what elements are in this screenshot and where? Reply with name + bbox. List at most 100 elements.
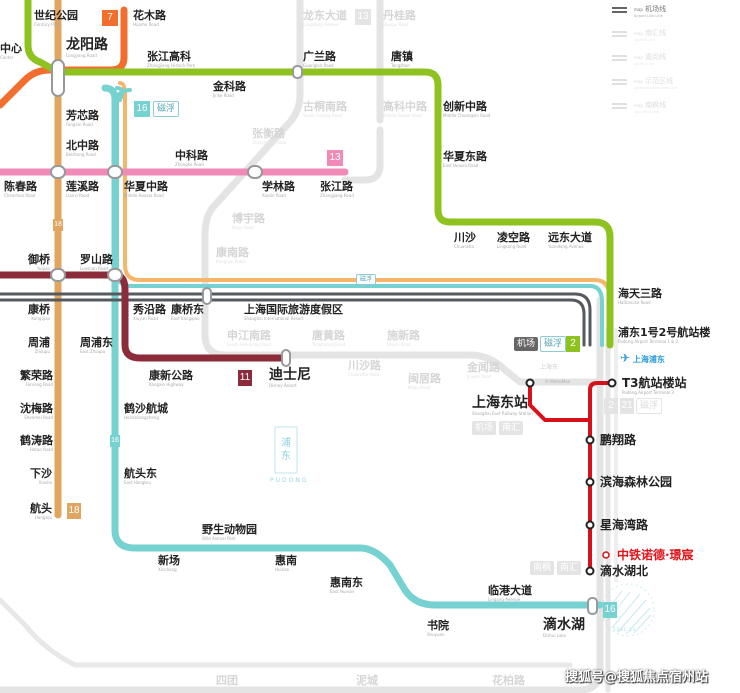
transfer-guanglan xyxy=(292,65,303,79)
pudong-airport-marker: ✈ 上海浦东 xyxy=(620,352,665,364)
line-nanhui-faded2 xyxy=(0,597,573,668)
legend-label-en: Nan-Feng Line xyxy=(634,110,660,114)
airport-tag-faded: 机场 xyxy=(472,421,497,435)
legend-line-swatch xyxy=(612,79,627,85)
watermark: 搜狐号@搜狐焦点宿州站 xyxy=(565,670,709,685)
station-xinghaiwan[interactable]: 星海湾路 xyxy=(600,518,649,532)
project-marker[interactable]: 中铁诺德·璟宸 xyxy=(617,548,694,562)
line-airport-2 xyxy=(0,298,586,347)
node-shanghai-east xyxy=(525,378,535,388)
transfer-disney xyxy=(281,349,291,367)
nanhui-tag-faded: 南汇 xyxy=(499,421,524,435)
maglev-tag-airport: 磁浮 xyxy=(540,336,567,352)
station-pengxiang[interactable]: 鹏翔路 xyxy=(600,433,637,447)
transfer-yuqiao xyxy=(50,268,66,282)
legend-label: map 嘉闵线 xyxy=(634,53,667,61)
district-name-en: PUDONG xyxy=(270,477,309,484)
metroman-credit: © MetroMan xyxy=(545,379,571,384)
line-7-badge: 7 xyxy=(102,10,118,26)
station-dishui-north[interactable]: 滴水湖北 xyxy=(600,564,649,578)
node-t3 xyxy=(607,378,617,388)
station-shanghai-east-small: 上海东 xyxy=(540,364,559,371)
maglev-tag-faded: 磁浮 xyxy=(636,398,663,414)
legend-label: map 南汇线 xyxy=(634,29,667,37)
transfer-huaxia xyxy=(107,165,123,179)
district-name: 浦东 xyxy=(281,438,291,462)
line-21-badge-faded: 21 xyxy=(620,398,634,414)
line-highlight-t3 xyxy=(588,381,614,422)
line-16-badge: 16 xyxy=(134,101,150,117)
line-2-badge-faded: 2 xyxy=(604,398,618,414)
maglev-tag-mid: 磁浮 xyxy=(356,274,377,285)
station-binhai[interactable]: 滨海森林公园 xyxy=(600,475,673,489)
line-faded-west xyxy=(201,0,604,386)
line-highlight-route xyxy=(528,381,592,574)
